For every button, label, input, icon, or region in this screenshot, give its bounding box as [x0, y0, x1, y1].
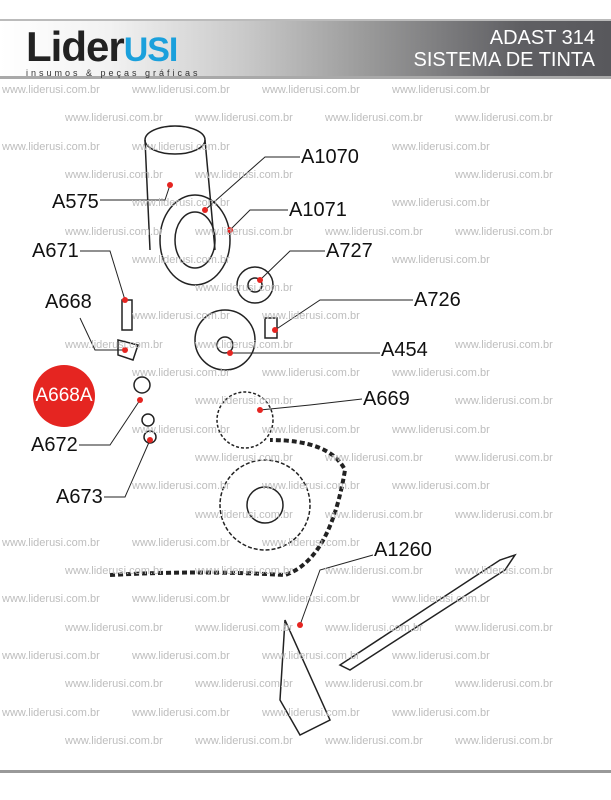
- logo-text: Lider: [26, 23, 125, 70]
- gear-a727: [236, 266, 274, 304]
- label-a454[interactable]: A454: [380, 339, 429, 361]
- label-a668a-highlighted[interactable]: A668A: [33, 365, 95, 427]
- label-a673[interactable]: A673: [55, 486, 104, 508]
- label-a671[interactable]: A671: [31, 240, 80, 262]
- logo-tagline: insumos & peças gráficas: [26, 68, 201, 78]
- spring-a672: [133, 376, 151, 394]
- label-a1071[interactable]: A1071: [288, 199, 348, 221]
- cylinder-body: [144, 139, 216, 251]
- label-a1070[interactable]: A1070: [300, 146, 360, 168]
- label-a668[interactable]: A668: [44, 291, 93, 313]
- title-model: ADAST 314: [489, 27, 595, 49]
- label-a726[interactable]: A726: [413, 289, 462, 311]
- sprocket: [219, 459, 311, 551]
- page-title: ADAST 314 SISTEMA DE TINTA: [413, 27, 595, 71]
- logo-accent: USI: [123, 31, 179, 69]
- title-system: SISTEMA DE TINTA: [413, 49, 595, 71]
- bracket-a1260: [279, 619, 331, 736]
- label-a727[interactable]: A727: [325, 240, 374, 262]
- cylinder-top: [144, 125, 206, 155]
- lever-arm: [338, 553, 517, 671]
- label-a672[interactable]: A672: [30, 434, 79, 456]
- footer-divider: [0, 770, 611, 773]
- label-a669[interactable]: A669: [362, 388, 411, 410]
- liderusi-logo: LiderUSI insumos & peças gráficas: [26, 26, 201, 79]
- header-banner: LiderUSI insumos & peças gráficas ADAST …: [0, 19, 611, 79]
- plate-a454: [194, 309, 256, 371]
- screw-a671: [121, 299, 133, 331]
- gear-a669: [216, 391, 274, 449]
- label-a575[interactable]: A575: [51, 191, 100, 213]
- chain: [109, 438, 348, 578]
- gear-drum: [159, 194, 231, 286]
- label-a1260[interactable]: A1260: [373, 539, 433, 561]
